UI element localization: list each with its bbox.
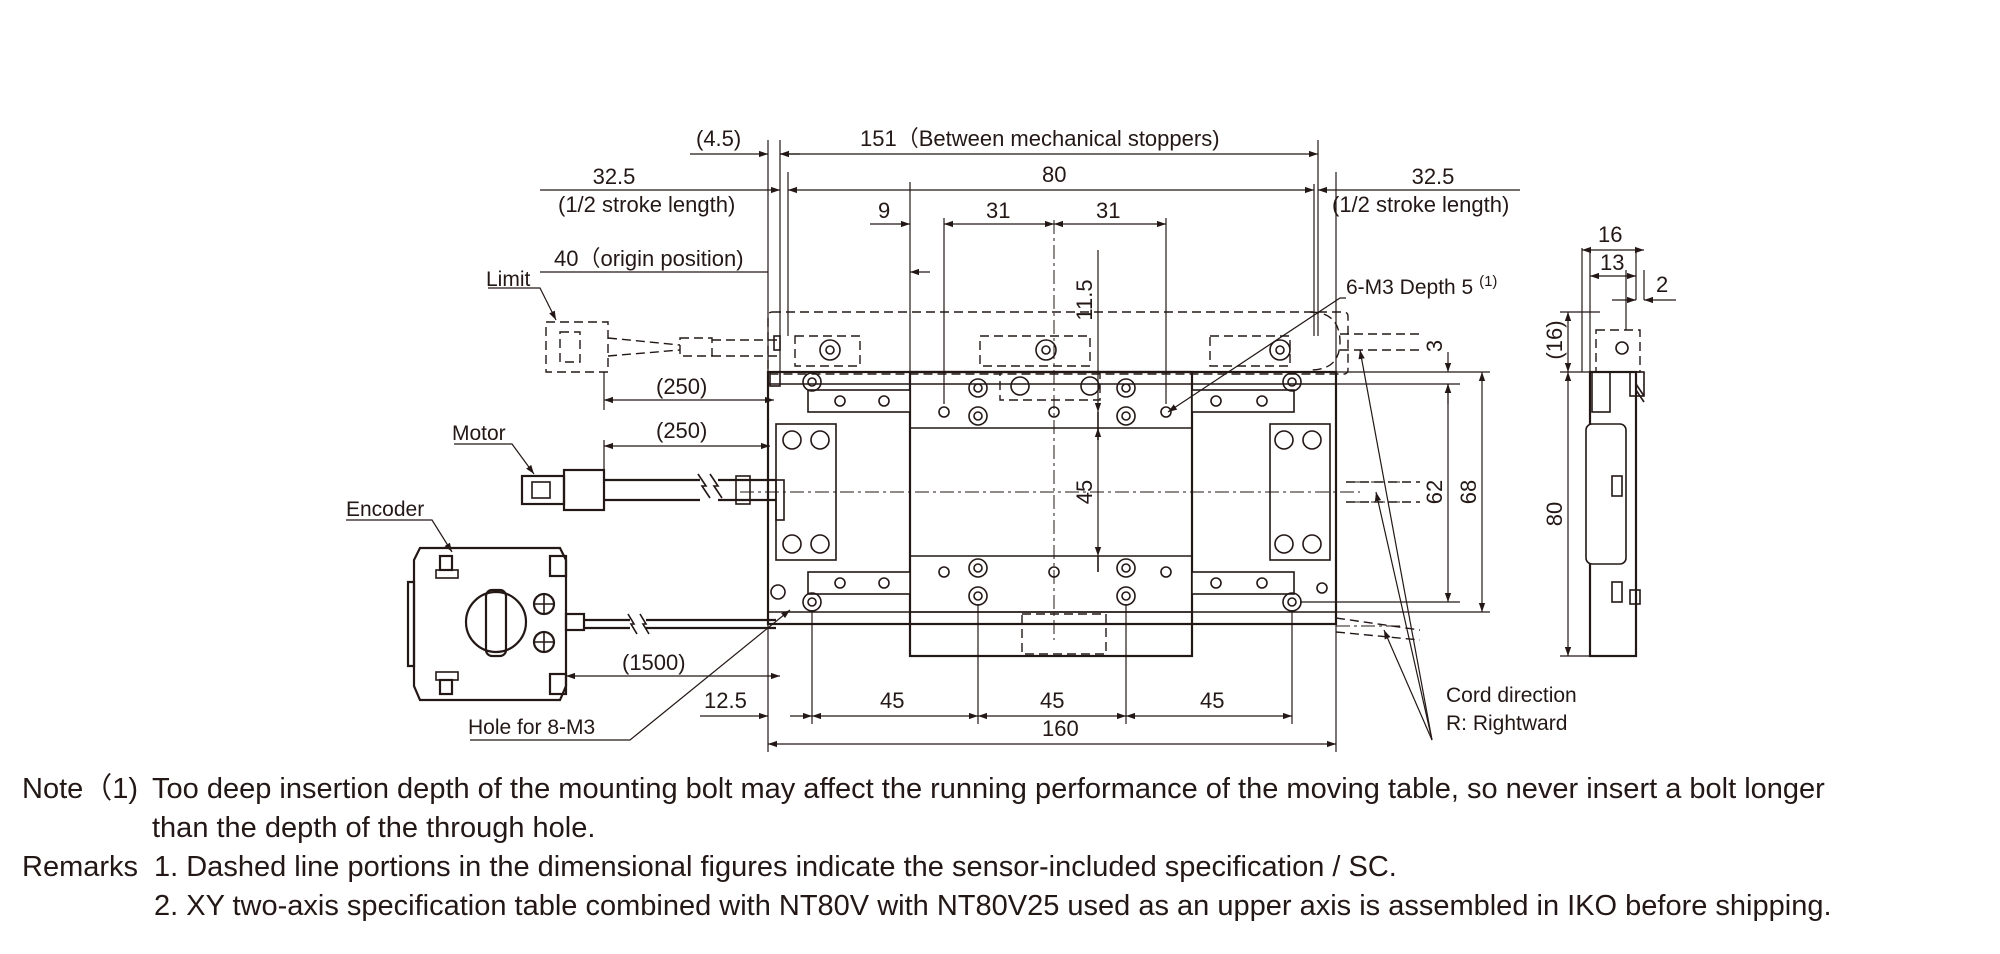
dim-80-top: 80 <box>1042 162 1066 187</box>
side-view <box>1560 246 1676 658</box>
dim-31-b: 31 <box>1096 198 1120 223</box>
dim-3: 3 <box>1422 340 1447 352</box>
label-hole-8-m3: Hole for 8-M3 <box>468 716 595 739</box>
dim-45-a: 45 <box>880 688 904 713</box>
dim-32-5-left: 32.5 <box>593 164 636 189</box>
label-motor: Motor <box>452 422 506 445</box>
side-dim-13: 13 <box>1600 250 1624 275</box>
dim-32-5-right-sub: (1/2 stroke length) <box>1332 192 1509 217</box>
dim-45-c: 45 <box>1200 688 1224 713</box>
remark-1: 1. Dashed line portions in the dimension… <box>154 851 1397 883</box>
table-plan-view <box>740 220 1400 658</box>
side-dim-80: 80 <box>1542 502 1567 526</box>
side-dim-16: 16 <box>1598 222 1622 247</box>
leader-lines <box>346 287 1433 741</box>
label-limit: Limit <box>486 268 531 291</box>
note-label: Note（1) <box>22 773 139 805</box>
label-6-m3-text: 6-M3 Depth 5 <box>1346 276 1473 299</box>
label-cord-rightward: R: Rightward <box>1446 712 1567 735</box>
dim-151: 151（Between mechanical stoppers) <box>860 126 1220 151</box>
notes-section: Note（1) Too deep insertion depth of the … <box>22 770 1982 926</box>
dim-45-b: 45 <box>1040 688 1064 713</box>
remark-row-2: 2. XY two-axis specification table combi… <box>22 887 1982 926</box>
dim-1500: (1500) <box>622 650 686 675</box>
side-dim-16-v: (16) <box>1542 320 1567 359</box>
dim-250-b: (250) <box>656 418 707 443</box>
note-line-2: than the depth of the through hole. <box>152 812 596 844</box>
dim-32-5-left-sub: (1/2 stroke length) <box>558 192 735 217</box>
dim-160: 160 <box>1042 716 1079 741</box>
dim-4-5: (4.5) <box>696 126 741 151</box>
dim-12-5: 12.5 <box>704 688 747 713</box>
label-cord-direction: Cord direction <box>1446 684 1577 707</box>
label-6-m3-note: (1) <box>1479 273 1497 290</box>
dim-250-a: (250) <box>656 374 707 399</box>
note-line-1: Too deep insertion depth of the mounting… <box>152 773 1825 805</box>
dim-45-vertical: 45 <box>1072 480 1097 504</box>
dimension-labels: (4.5) 151（Between mechanical stoppers) 8… <box>554 126 1668 741</box>
component-labels: Limit Motor Encoder Hole for 8-M3 6-M3 D… <box>346 268 1577 739</box>
label-6-m3: 6-M3 Depth 5 (1) <box>1346 273 1497 299</box>
note-row-2: than the depth of the through hole. <box>22 809 1982 848</box>
dim-68: 68 <box>1456 480 1481 504</box>
remark-2: 2. XY two-axis specification table combi… <box>154 890 1832 922</box>
dim-11-5: 11.5 <box>1072 279 1097 320</box>
dimension-lines <box>540 140 1520 752</box>
remark-row-1: Remarks 1. Dashed line portions in the d… <box>22 848 1982 887</box>
dim-31-a: 31 <box>986 198 1010 223</box>
remarks-label: Remarks <box>22 851 139 883</box>
cables <box>406 321 1421 702</box>
dim-32-5-right: 32.5 <box>1412 164 1455 189</box>
note-row-1: Note（1) Too deep insertion depth of the … <box>22 770 1982 809</box>
side-dim-2: 2 <box>1656 272 1668 297</box>
label-encoder: Encoder <box>346 498 424 521</box>
dim-9: 9 <box>878 198 890 223</box>
dim-40: 40（origin position) <box>554 246 744 271</box>
dim-62: 62 <box>1422 480 1447 504</box>
